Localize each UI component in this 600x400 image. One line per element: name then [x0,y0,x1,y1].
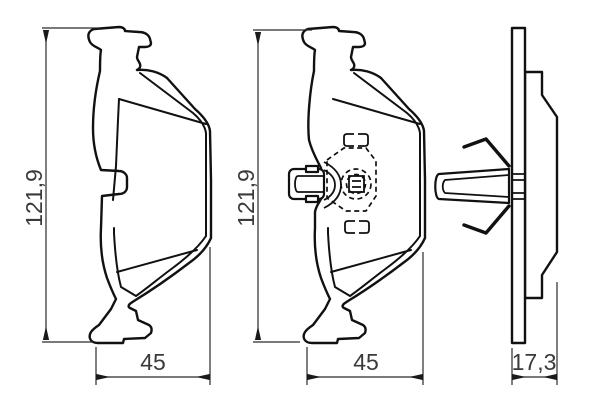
wear-sensor-detail [326,133,377,234]
plate-clip-slot-lines [512,173,525,200]
pad-back-friction-edge [327,72,421,297]
side-clip-body [434,167,511,205]
thickness-dimension-label: 17,3 [512,349,557,375]
sensor-inner-circle [345,173,367,195]
side-spring-clip [434,137,511,235]
height-dimension-label: 121,9 [21,169,47,227]
clip-tab-top [304,164,320,174]
dimension-height-left: 121,9 [21,27,100,343]
dimension-width-left: 45 [95,247,211,385]
pad-front-outline [87,25,213,345]
clip-tab-bottom [304,194,320,204]
side-clip-arm-upper [462,137,511,168]
dimension-thickness-right: 17,3 [511,282,558,385]
sensor-bracket-bottom [344,220,370,234]
pad-back-view [287,25,427,345]
width-dimension-label: 45 [140,349,166,375]
pad-front-friction-edge [112,72,207,297]
side-clip-body-inner [441,174,510,198]
side-friction-block [523,70,559,300]
pad-back-chamfer-lines [330,98,421,273]
dimension-width-middle: 45 [306,252,424,385]
sensor-contact-slots [352,180,361,188]
retaining-clip [287,161,342,209]
pad-side-view [434,26,559,345]
width-dimension-label: 45 [353,349,379,375]
clip-body-inner [294,175,324,193]
pad-front-view [87,25,213,345]
height-dimension-label: 121,9 [233,169,259,227]
pad-front-chamfer-lines [116,98,207,273]
side-backing-plate [510,26,527,345]
side-clip-arm-lower [462,204,511,235]
dimension-height-middle: 121,9 [233,29,312,343]
sensor-bracket-top [343,133,369,147]
clip-bulge-arcs [323,161,342,209]
sensor-contact-square [348,175,365,193]
